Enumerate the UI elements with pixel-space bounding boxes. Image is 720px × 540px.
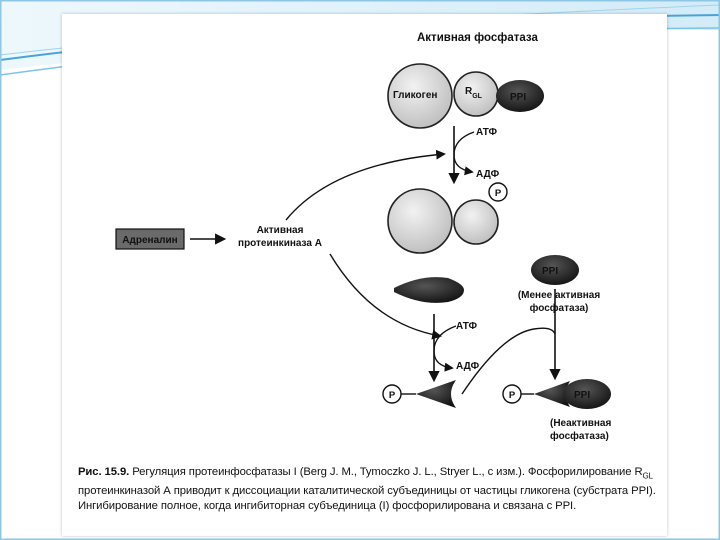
inhibitor-subunit	[416, 380, 456, 408]
inactive-line2: фосфатаза)	[550, 430, 609, 442]
figure-panel: Активная фосфатаза Гликоген RGL PPI АТФ …	[62, 14, 667, 536]
less-active-line1: (Менее активная	[518, 290, 601, 301]
glycogen-particle	[387, 63, 453, 129]
caption-text-2: протеинкиназой А приводит к диссоциации …	[78, 484, 656, 513]
pka-arrow-down	[329, 253, 442, 340]
rgl-phosphorylated	[453, 199, 499, 245]
atp-adp-arc-2	[433, 325, 457, 372]
ppi-inactive	[563, 379, 611, 409]
glycogen-label: Гликоген	[393, 90, 437, 101]
adrenaline-box	[115, 228, 185, 250]
phosphate-label-2: P	[389, 390, 396, 401]
pka-arrow-up	[285, 149, 446, 221]
adrenaline-label: Адреналин	[122, 235, 177, 246]
adp-label-1: АДФ	[476, 169, 500, 180]
caption-label: Рис. 15.9.	[78, 466, 130, 478]
ppi-catalytic-subunit	[496, 80, 544, 112]
ppi-less-active	[531, 255, 579, 285]
ppi-label-top: PPI	[510, 92, 526, 103]
inactive-line1: (Неактивная	[550, 418, 611, 429]
adp-label-2: АДФ	[456, 361, 480, 372]
caption-text-1: Регуляция протеинфосфатазы I (Berg J. M.…	[132, 466, 643, 478]
rgl-label: RGL	[465, 86, 483, 100]
pka-label-line1: Активная	[257, 225, 304, 236]
phosphate-badge-1	[488, 182, 508, 202]
atp-label-2: АТФ	[456, 321, 477, 332]
phosphatase-diagram: Активная фосфатаза Гликоген RGL PPI АТФ …	[115, 32, 611, 442]
active-phosphatase-title: Активная фосфатаза	[417, 32, 538, 44]
atp-adp-arc-1	[453, 131, 475, 176]
caption-sub: GL	[642, 471, 654, 481]
phosphate-label-3: P	[509, 390, 516, 401]
inactive-inhibitor	[534, 381, 570, 407]
binding-curve	[461, 327, 556, 395]
atp-label-1: АТФ	[476, 127, 497, 138]
less-active-line2: фосфатаза)	[530, 302, 589, 314]
glycogen-particle-2	[387, 188, 453, 254]
ppi-label-bottom: PPI	[574, 390, 590, 401]
figure-caption: Рис. 15.9. Регуляция протеинфосфатазы I …	[78, 465, 666, 514]
ppi-label-mid: PPI	[542, 266, 558, 277]
pka-label-line2: протеинкиназа А	[238, 238, 322, 249]
catalytic-subunit-free	[394, 277, 464, 303]
phosphate-label-1: P	[495, 188, 502, 199]
